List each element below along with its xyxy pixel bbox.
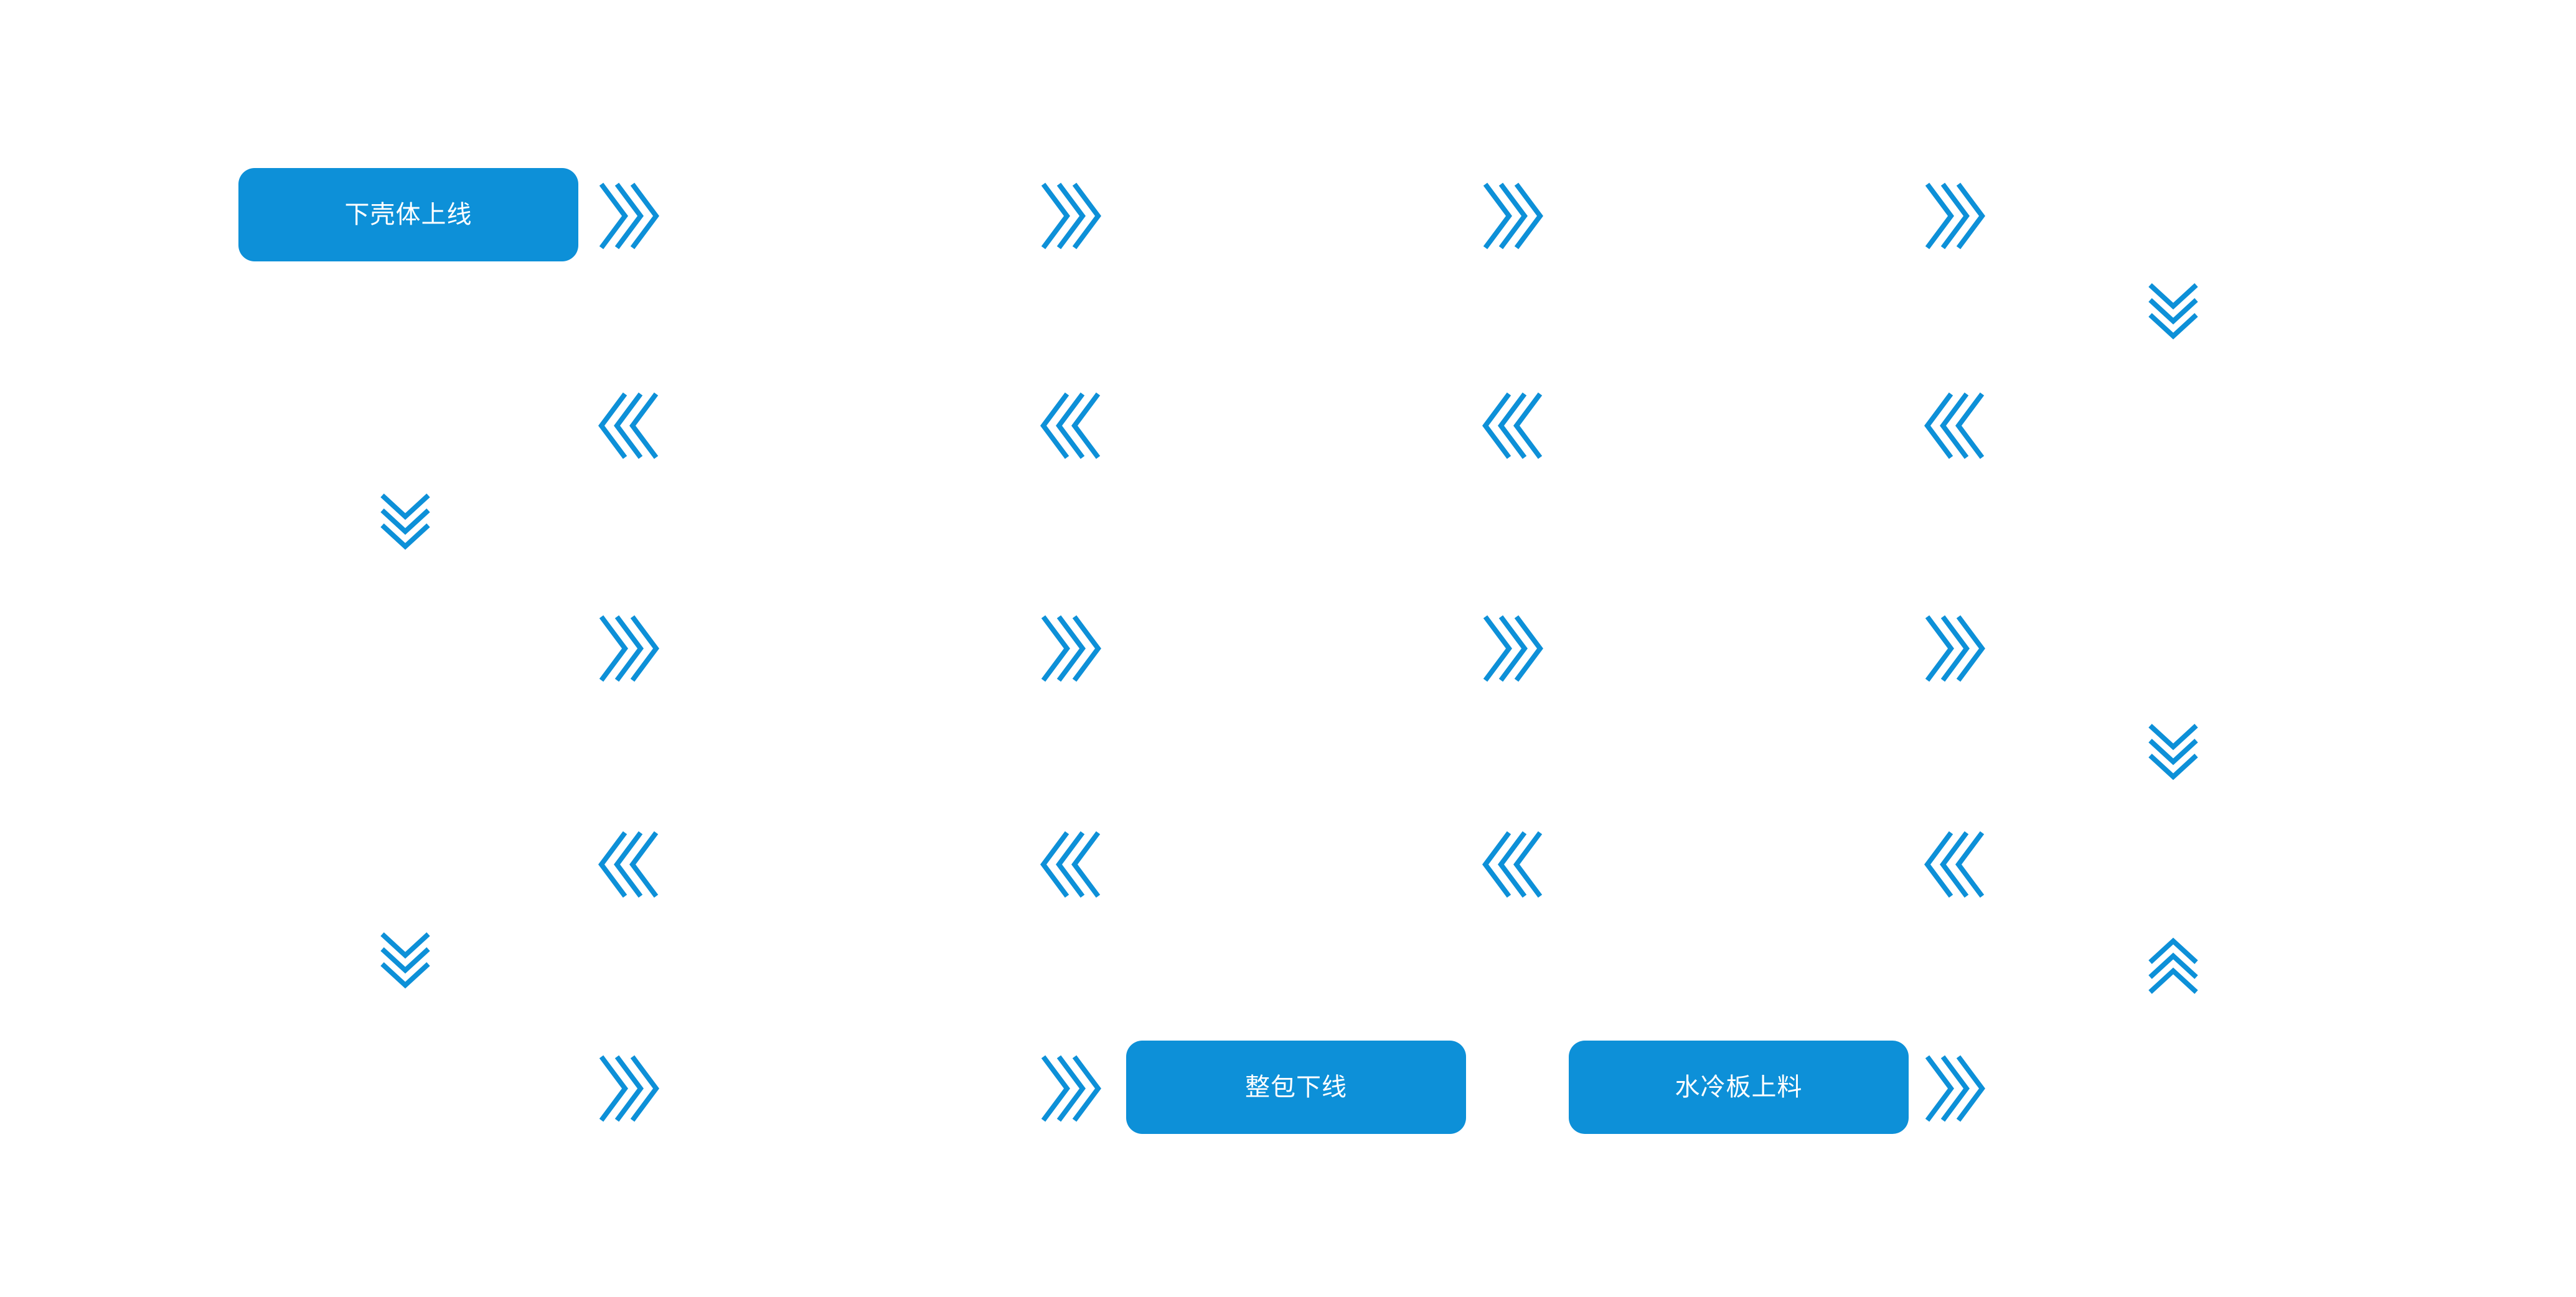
flow-arrow-left-r4c4: [1924, 828, 1986, 901]
flow-arrow-left-r2c1: [598, 389, 660, 462]
flow-arrow-right-r5c1: [598, 1052, 660, 1125]
flow-arrow-left-r2c2: [1040, 389, 1102, 462]
pack-offline-button[interactable]: 整包下线: [1126, 1041, 1466, 1134]
pack-offline-button-label: 整包下线: [1245, 1074, 1347, 1101]
flow-arrow-right-r1c1: [598, 179, 660, 253]
flow-arrow-right-r5c4: [1924, 1052, 1986, 1125]
flow-arrow-right-r5c2: [1040, 1052, 1102, 1125]
flow-arrow-right-r3c4: [1924, 612, 1986, 685]
flow-arrow-left-r4c3: [1482, 828, 1544, 901]
cooling-plate-feeding-button[interactable]: 水冷板上料: [1569, 1041, 1909, 1134]
flow-arrow-down-left-2: [378, 930, 432, 993]
flow-arrow-right-r3c1: [598, 612, 660, 685]
flow-arrow-right-r1c3: [1482, 179, 1544, 253]
flow-arrow-down-right-1: [2146, 281, 2200, 344]
lower-shell-online-button[interactable]: 下壳体上线: [238, 168, 578, 261]
flow-arrow-down-left-1: [378, 492, 432, 554]
cooling-plate-feeding-button-label: 水冷板上料: [1675, 1074, 1803, 1101]
flow-arrow-left-r4c1: [598, 828, 660, 901]
flow-arrow-right-r1c4: [1924, 179, 1986, 253]
flow-arrow-right-r1c2: [1040, 179, 1102, 253]
lower-shell-online-button-label: 下壳体上线: [344, 201, 472, 228]
flow-arrow-down-right-2: [2146, 722, 2200, 784]
flow-arrow-up-right-1: [2146, 934, 2200, 996]
flow-arrow-left-r4c2: [1040, 828, 1102, 901]
flow-arrow-left-r2c3: [1482, 389, 1544, 462]
flow-arrow-right-r3c2: [1040, 612, 1102, 685]
flow-arrow-right-r3c3: [1482, 612, 1544, 685]
flow-arrow-left-r2c4: [1924, 389, 1986, 462]
